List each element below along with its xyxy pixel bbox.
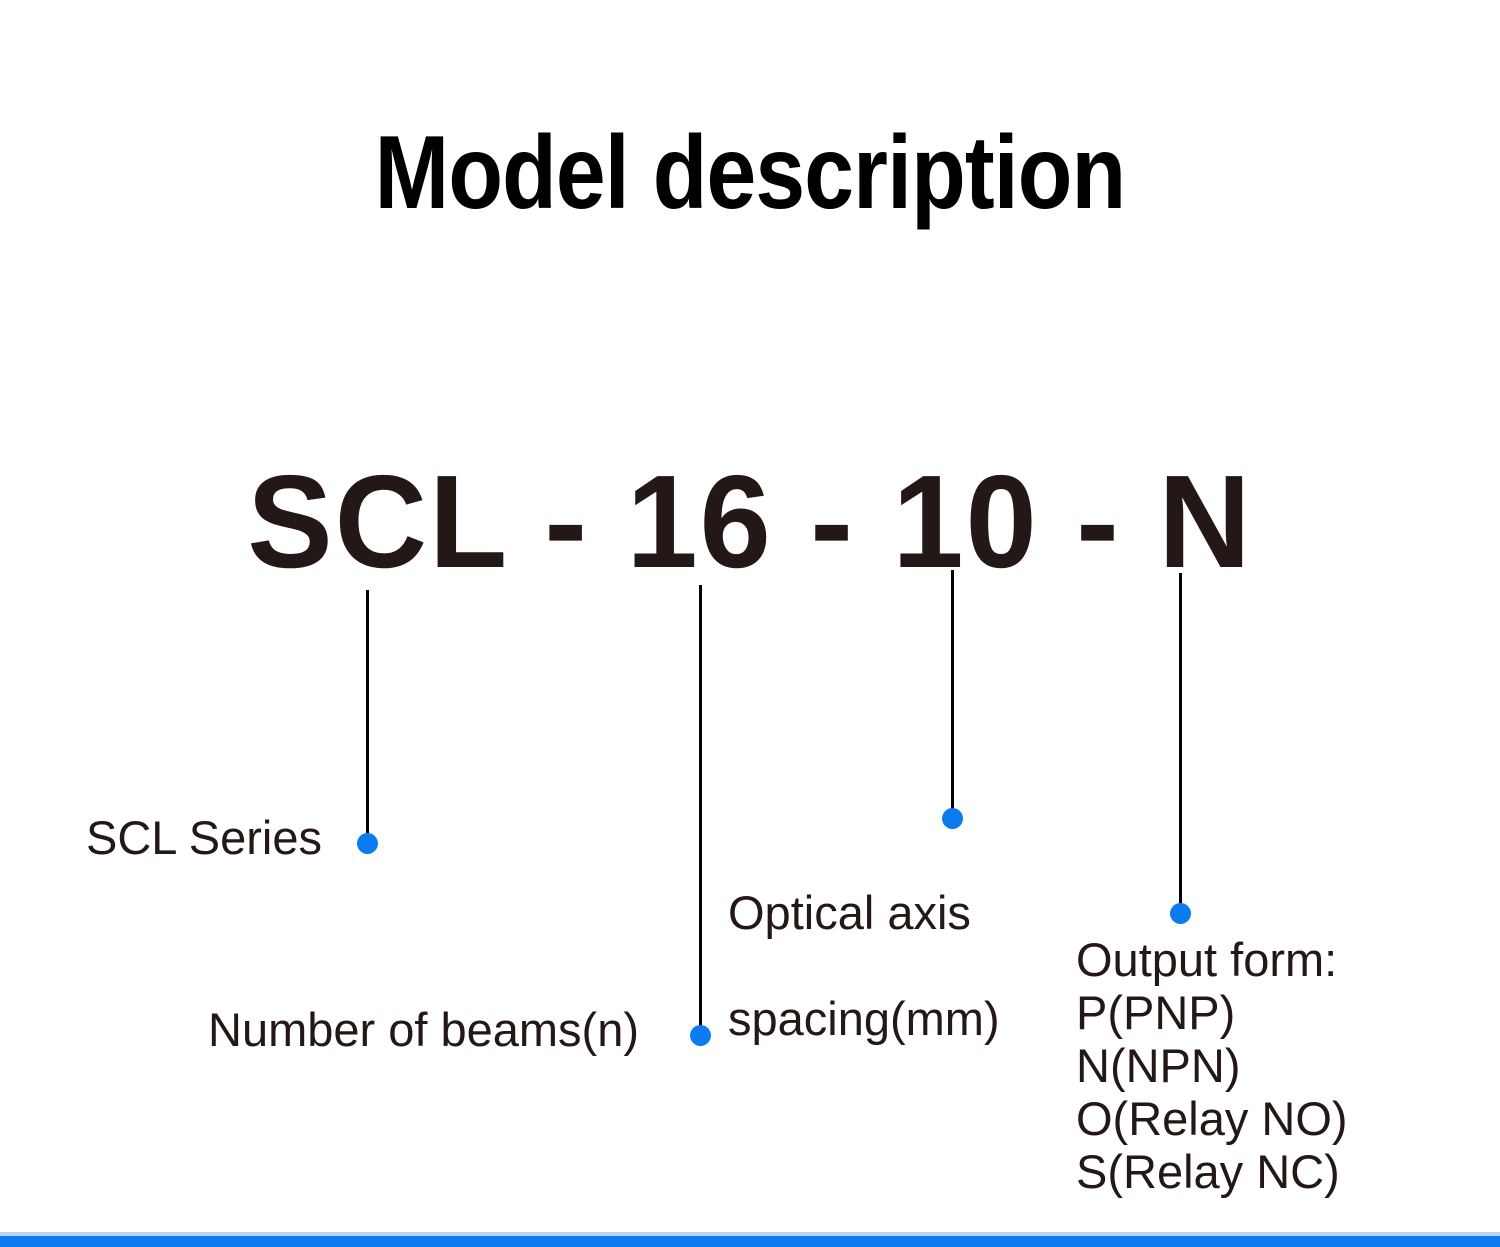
footer-accent-line bbox=[0, 1232, 1500, 1236]
leader-line-optical-axis bbox=[951, 570, 954, 818]
output-form-option-o: O(Relay NO) bbox=[1076, 1092, 1348, 1145]
callout-optical-axis-line2: spacing(mm) bbox=[728, 992, 1000, 1045]
leader-dot-beams bbox=[690, 1025, 711, 1046]
output-form-option-s: S(Relay NC) bbox=[1076, 1145, 1340, 1198]
leader-line-output-form bbox=[1179, 573, 1182, 913]
leader-line-beams bbox=[699, 585, 702, 1035]
callout-label-output-form: Output form: P(PNP) N(NPN) O(Relay NO) S… bbox=[1076, 933, 1348, 1198]
output-form-option-n: N(NPN) bbox=[1076, 1039, 1241, 1092]
callout-label-beams: Number of beams(n) bbox=[208, 1003, 639, 1056]
page-title: Model description bbox=[374, 115, 1127, 231]
callout-label-series: SCL Series bbox=[86, 811, 322, 864]
output-form-heading: Output form: bbox=[1076, 933, 1338, 986]
output-form-option-p: P(PNP) bbox=[1076, 986, 1236, 1039]
callout-label-optical-axis: Optical axis spacing(mm) bbox=[728, 833, 1000, 1098]
leader-line-series bbox=[366, 590, 369, 843]
model-code-string: SCL - 16 - 10 - N bbox=[247, 448, 1253, 595]
callout-optical-axis-line1: Optical axis bbox=[728, 886, 971, 939]
leader-dot-output-form bbox=[1170, 903, 1191, 924]
leader-dot-optical-axis bbox=[942, 808, 963, 829]
leader-dot-series bbox=[357, 833, 378, 854]
footer-bar bbox=[0, 1236, 1500, 1247]
